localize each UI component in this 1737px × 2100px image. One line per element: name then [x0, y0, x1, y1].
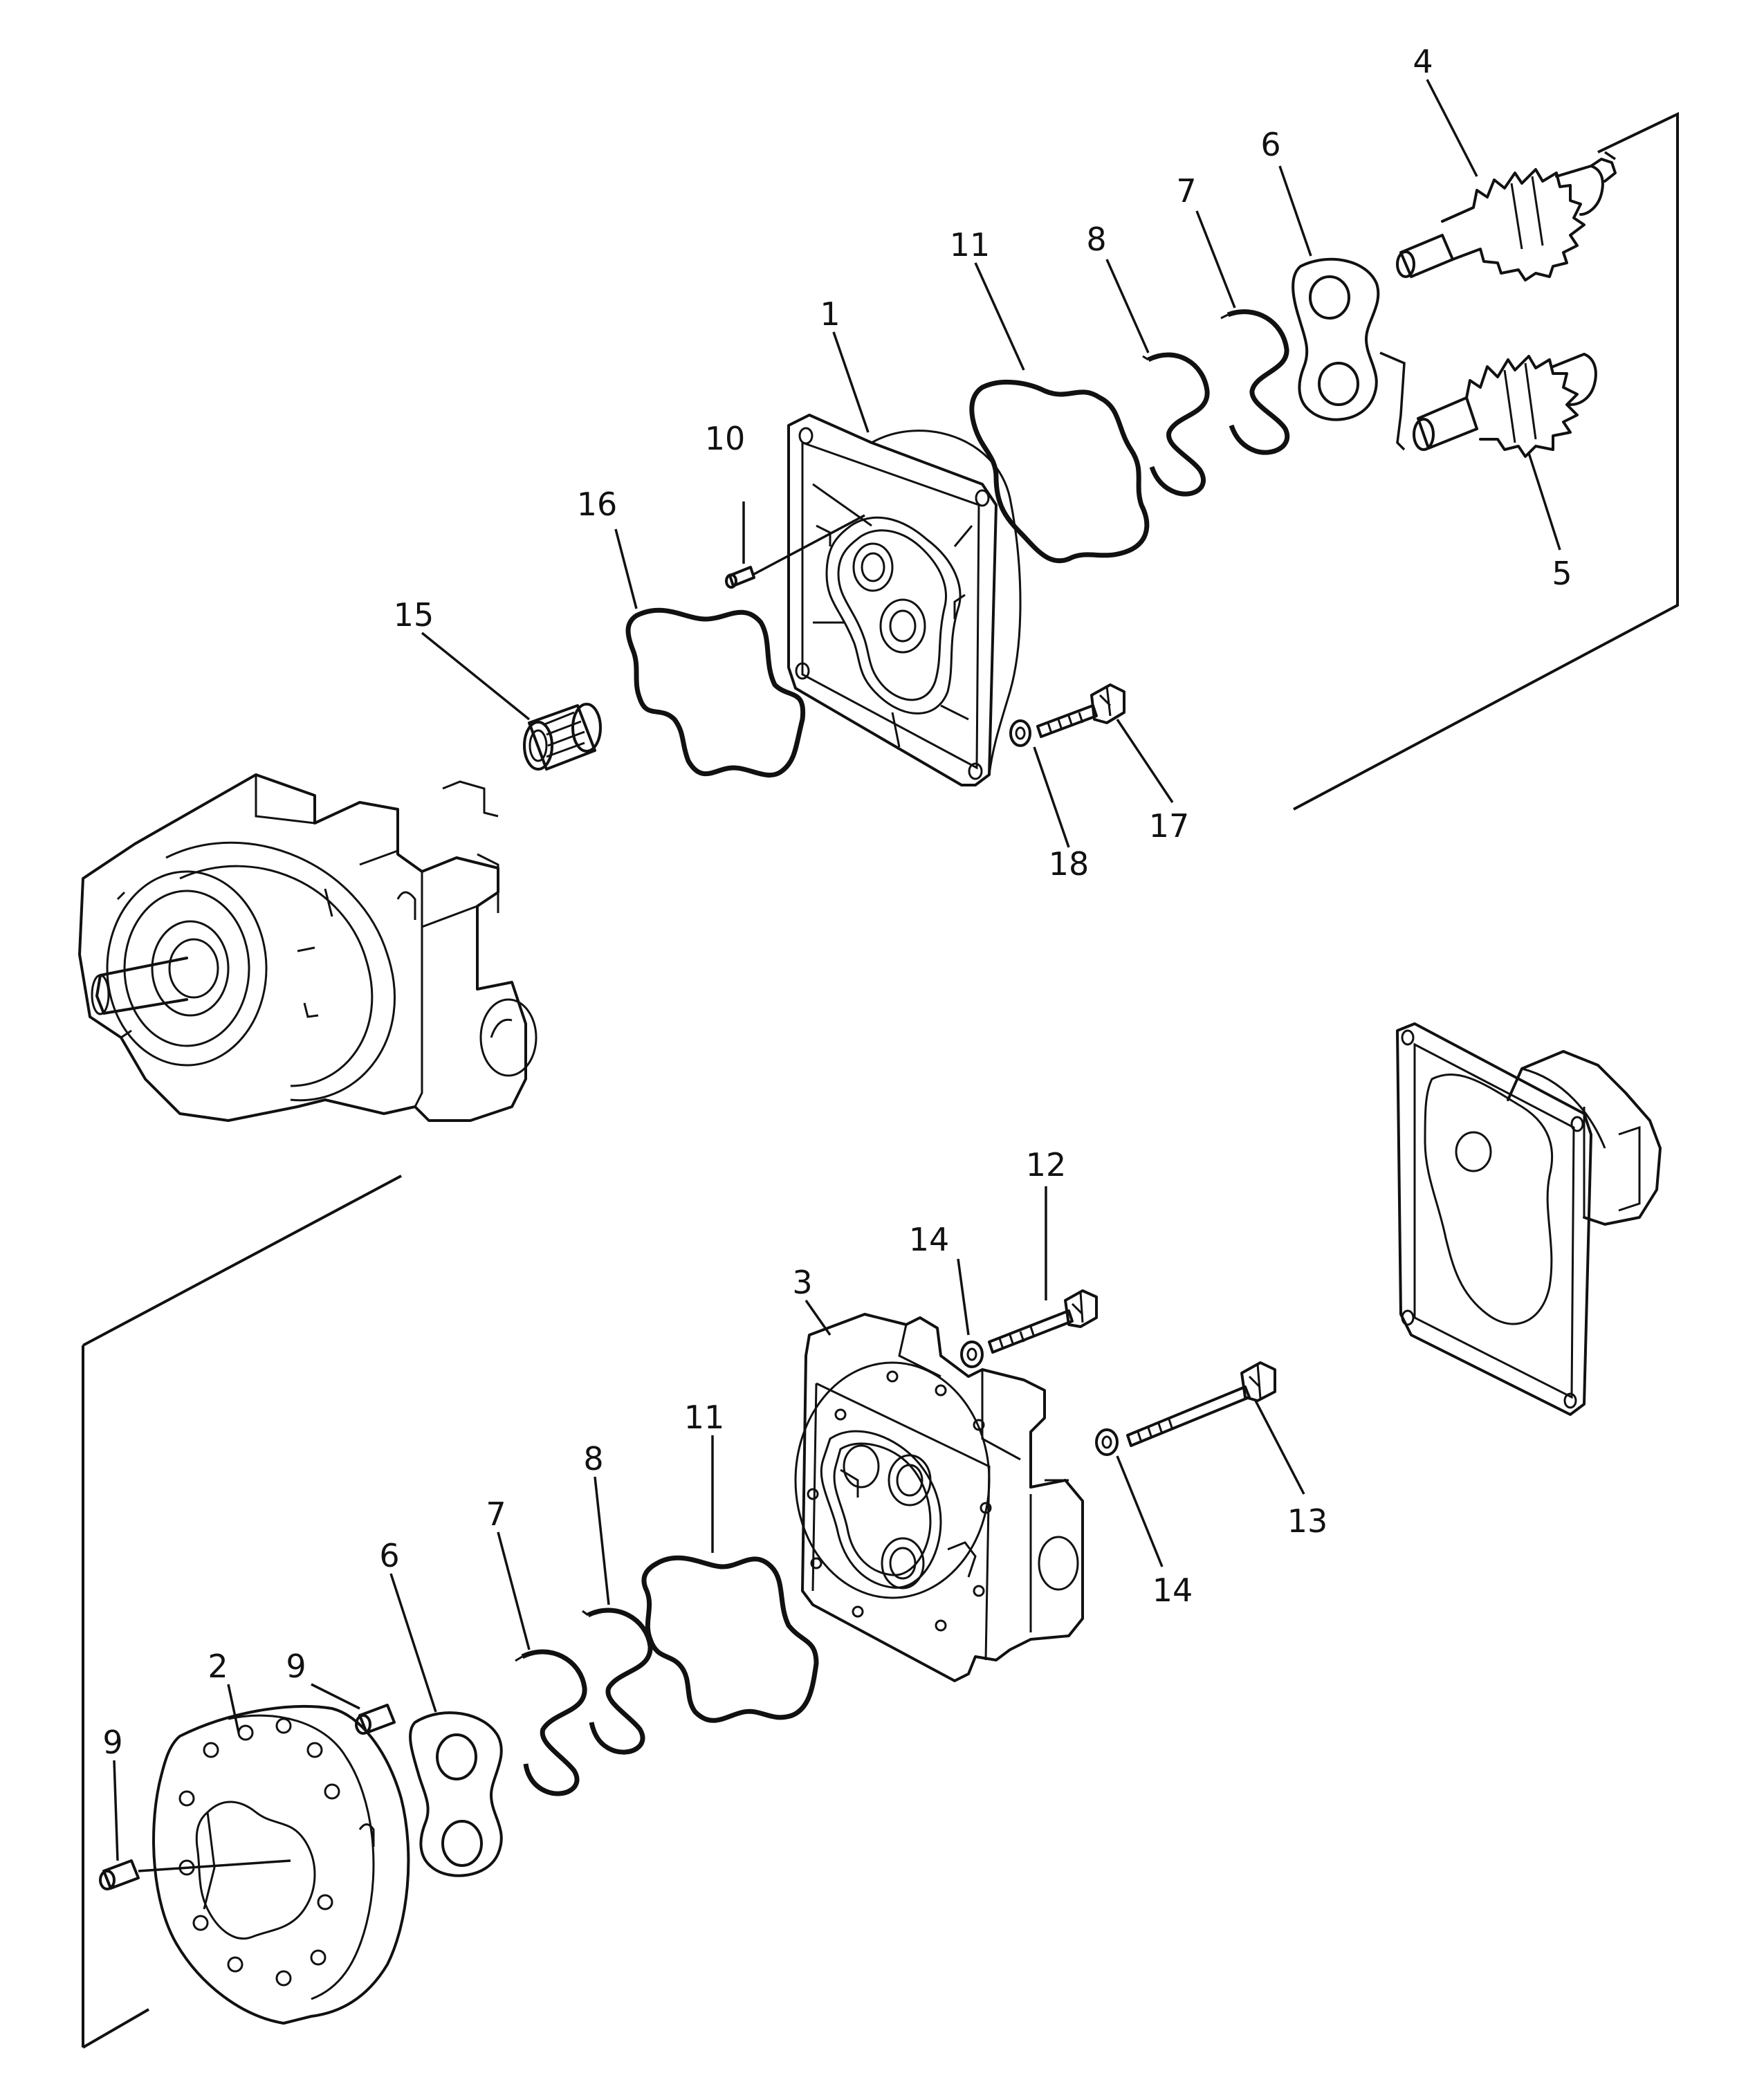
rear-pump-detail — [1396, 1022, 1662, 1416]
part-9-pin-mid — [355, 1704, 396, 1735]
callout-part-13: 13 — [1287, 1502, 1328, 1540]
part-11-gasket-upper — [969, 379, 1150, 564]
callout-part-1: 1 — [820, 295, 840, 333]
part-1-cover-plate — [787, 414, 1022, 786]
callout-part-10: 10 — [705, 420, 746, 457]
callout-part-8-lower: 8 — [583, 1440, 603, 1477]
part-6-plate-upper — [1292, 257, 1380, 421]
front-pump-body — [78, 773, 537, 1122]
group-frame-lower — [82, 1175, 402, 2049]
part-2-end-flange — [152, 1704, 410, 2025]
part-3-gear-housing — [794, 1313, 1084, 1682]
part-8-seal-lower — [582, 1608, 653, 1755]
part-5-driven-gear — [1413, 353, 1597, 458]
part-9-pin-left — [99, 1859, 140, 1890]
callout-part-5: 5 — [1552, 555, 1572, 592]
part-4-drive-gear — [1396, 158, 1617, 282]
part-6-plate-lower — [409, 1711, 503, 1877]
part-14-washer-lower — [1095, 1428, 1119, 1456]
callout-part-14-lower: 14 — [1152, 1572, 1193, 1609]
callout-part-14-upper: 14 — [909, 1221, 950, 1258]
callout-part-9-left: 9 — [102, 1724, 122, 1761]
part-2-bolt-holes — [178, 1717, 340, 1987]
part-16-gasket — [625, 607, 806, 778]
part-10-dowel-pin — [725, 566, 755, 589]
part-7-seal-upper — [1220, 309, 1290, 455]
callout-part-8-upper: 8 — [1086, 221, 1106, 258]
part-14-washer-upper — [960, 1341, 984, 1368]
callout-part-12: 12 — [1026, 1146, 1067, 1183]
part-15-needle-bearing — [523, 703, 602, 771]
callout-part-6-upper: 6 — [1260, 126, 1280, 163]
callout-part-4: 4 — [1413, 43, 1433, 80]
callout-part-6-lower: 6 — [379, 1537, 399, 1574]
callout-part-17: 17 — [1149, 807, 1190, 845]
part-12-bolt — [988, 1289, 1098, 1354]
group-frame-upper — [1293, 111, 1679, 811]
leader-lines — [113, 79, 1616, 1872]
part-13-long-bolt — [1126, 1361, 1276, 1447]
part-8-seal-upper — [1142, 352, 1210, 497]
part-11-gasket-lower — [641, 1555, 819, 1723]
callout-part-7-upper: 7 — [1176, 172, 1196, 210]
callout-part-3: 3 — [792, 1264, 812, 1301]
callout-part-11-upper: 11 — [950, 226, 991, 264]
callout-part-11-lower: 11 — [684, 1399, 725, 1436]
part-7-seal-lower — [515, 1649, 587, 1796]
callout-part-15: 15 — [394, 596, 434, 634]
callout-part-18: 18 — [1049, 845, 1090, 883]
callout-part-16: 16 — [577, 486, 618, 523]
part-3-bolt-holes — [807, 1370, 992, 1632]
part-17-bolt-upper — [1036, 683, 1125, 738]
part-18-washer-upper — [1009, 719, 1031, 747]
callout-part-9-mid: 9 — [286, 1648, 306, 1685]
callout-part-7-lower: 7 — [486, 1495, 506, 1533]
callout-labels: 1 2 3 4 5 6 6 7 7 8 8 9 9 9 10 11 11 12 … — [102, 43, 1572, 1761]
callout-part-2: 2 — [208, 1648, 228, 1685]
